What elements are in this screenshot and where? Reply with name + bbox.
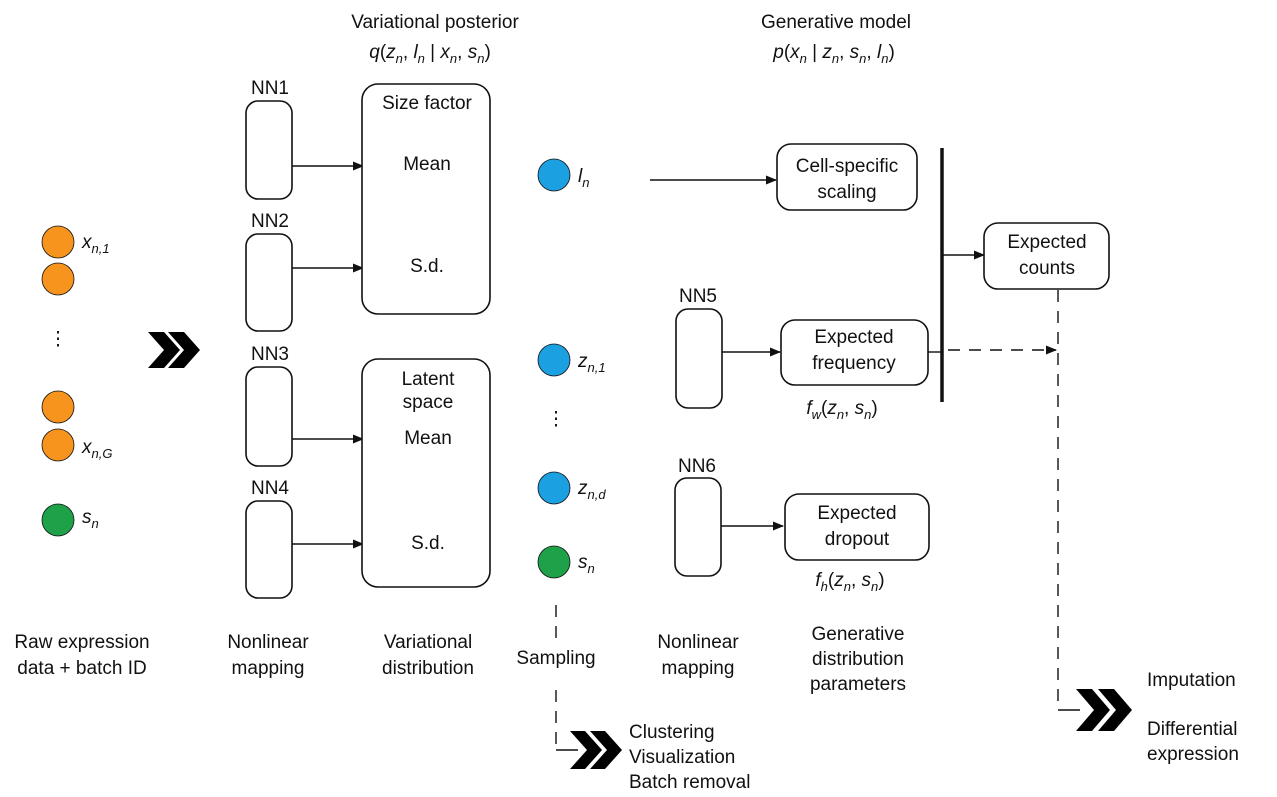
cell-scaling-line2: scaling — [817, 182, 876, 203]
size-sample-node — [537, 158, 571, 192]
latent-sample-node-last — [537, 471, 571, 505]
raw-data-label-line1: Raw expression — [14, 632, 149, 653]
nn1-label: NN1 — [251, 78, 289, 99]
latent-space-mean: Mean — [404, 428, 452, 449]
generative-title: Generative model — [761, 12, 911, 33]
nonlinear-mapping-2-line1: Nonlinear — [657, 632, 739, 653]
nonlinear-mapping-1-line1: Nonlinear — [227, 632, 309, 653]
nn6-box — [674, 477, 722, 577]
batch-sample-node — [537, 545, 571, 579]
variational-distribution-line1: Variational — [384, 632, 472, 653]
final-imputation: Imputation — [1147, 670, 1236, 691]
nonlinear-mapping-1-line2: mapping — [232, 658, 305, 679]
size-factor-sd: S.d. — [410, 256, 444, 277]
nn2-label: NN2 — [251, 211, 289, 232]
expected-frequency-line1: Expected — [814, 327, 893, 348]
latent-space-sd: S.d. — [411, 533, 445, 554]
size-factor-mean: Mean — [403, 154, 451, 175]
nn6-label: NN6 — [678, 456, 716, 477]
gene-node-second — [41, 262, 75, 296]
expected-dropout-box — [784, 493, 930, 561]
final-differential: Differential — [1147, 719, 1237, 740]
gene-node-penultimate — [41, 390, 75, 424]
batch-sample-label: sn — [578, 552, 595, 576]
nn3-label: NN3 — [251, 344, 289, 365]
generative-formula: p(xn | zn, sn, ln) — [772, 42, 895, 66]
nn3-box — [245, 366, 293, 467]
generative-params-line1: Generative — [812, 624, 905, 645]
posterior-title: Variational posterior — [351, 12, 519, 33]
raw-data-label-line2: data + batch ID — [17, 658, 146, 679]
output-chevron-icon — [1076, 689, 1132, 731]
sampling-label: Sampling — [516, 648, 595, 669]
cell-scaling-box — [776, 143, 918, 211]
nn5-label: NN5 — [679, 286, 717, 307]
frequency-function-label: fw(zn, sn) — [806, 398, 877, 422]
size-sample-label: ln — [578, 166, 589, 190]
nonlinear-mapping-2-line2: mapping — [662, 658, 735, 679]
encoder-chevron-icon — [148, 332, 200, 368]
expected-counts-line2: counts — [1019, 258, 1075, 279]
batch-node-input-label: sn — [82, 507, 99, 531]
batch-node-input — [41, 503, 75, 537]
downstream-chevron-icon — [570, 731, 622, 769]
expected-dropout-line1: Expected — [817, 503, 896, 524]
latent-sample-last-label: zn,d — [577, 478, 606, 502]
nn5-box — [675, 308, 723, 409]
latent-ellipsis: ⋮ — [547, 409, 566, 430]
latent-space-box — [361, 358, 491, 588]
nn2-box — [245, 233, 293, 332]
expected-counts-box — [983, 222, 1110, 290]
downstream-visualization: Visualization — [629, 747, 735, 768]
latent-sample-first-label: zn,1 — [577, 351, 606, 375]
nn4-label: NN4 — [251, 478, 289, 499]
latent-space-title-line1: Latent — [402, 369, 456, 390]
gene-node-first — [41, 225, 75, 259]
downstream-batch-removal: Batch removal — [629, 772, 750, 793]
posterior-formula: q(zn, ln | xn, sn) — [369, 42, 491, 66]
gene-node-last — [41, 428, 75, 462]
latent-space-title-line2: space — [403, 392, 454, 413]
latent-sample-node-first — [537, 343, 571, 377]
expected-dropout-line2: dropout — [825, 529, 890, 550]
dropout-function-label: fh(zn, sn) — [815, 570, 884, 594]
gene-ellipsis: ⋮ — [49, 329, 68, 350]
nn1-box — [245, 100, 293, 200]
gene-node-last-label: xn,G — [81, 437, 112, 461]
size-factor-title: Size factor — [382, 93, 472, 114]
generative-params-line3: parameters — [810, 674, 906, 695]
expected-counts-line1: Expected — [1007, 232, 1086, 253]
final-expression: expression — [1147, 744, 1239, 765]
nn4-box — [245, 500, 293, 599]
expected-frequency-line2: frequency — [812, 353, 896, 374]
size-factor-box — [361, 83, 491, 315]
downstream-clustering: Clustering — [629, 722, 715, 743]
cell-scaling-line1: Cell-specific — [796, 156, 898, 177]
generative-params-line2: distribution — [812, 649, 904, 670]
variational-distribution-line2: distribution — [382, 658, 474, 679]
gene-node-first-label: xn,1 — [81, 232, 110, 256]
